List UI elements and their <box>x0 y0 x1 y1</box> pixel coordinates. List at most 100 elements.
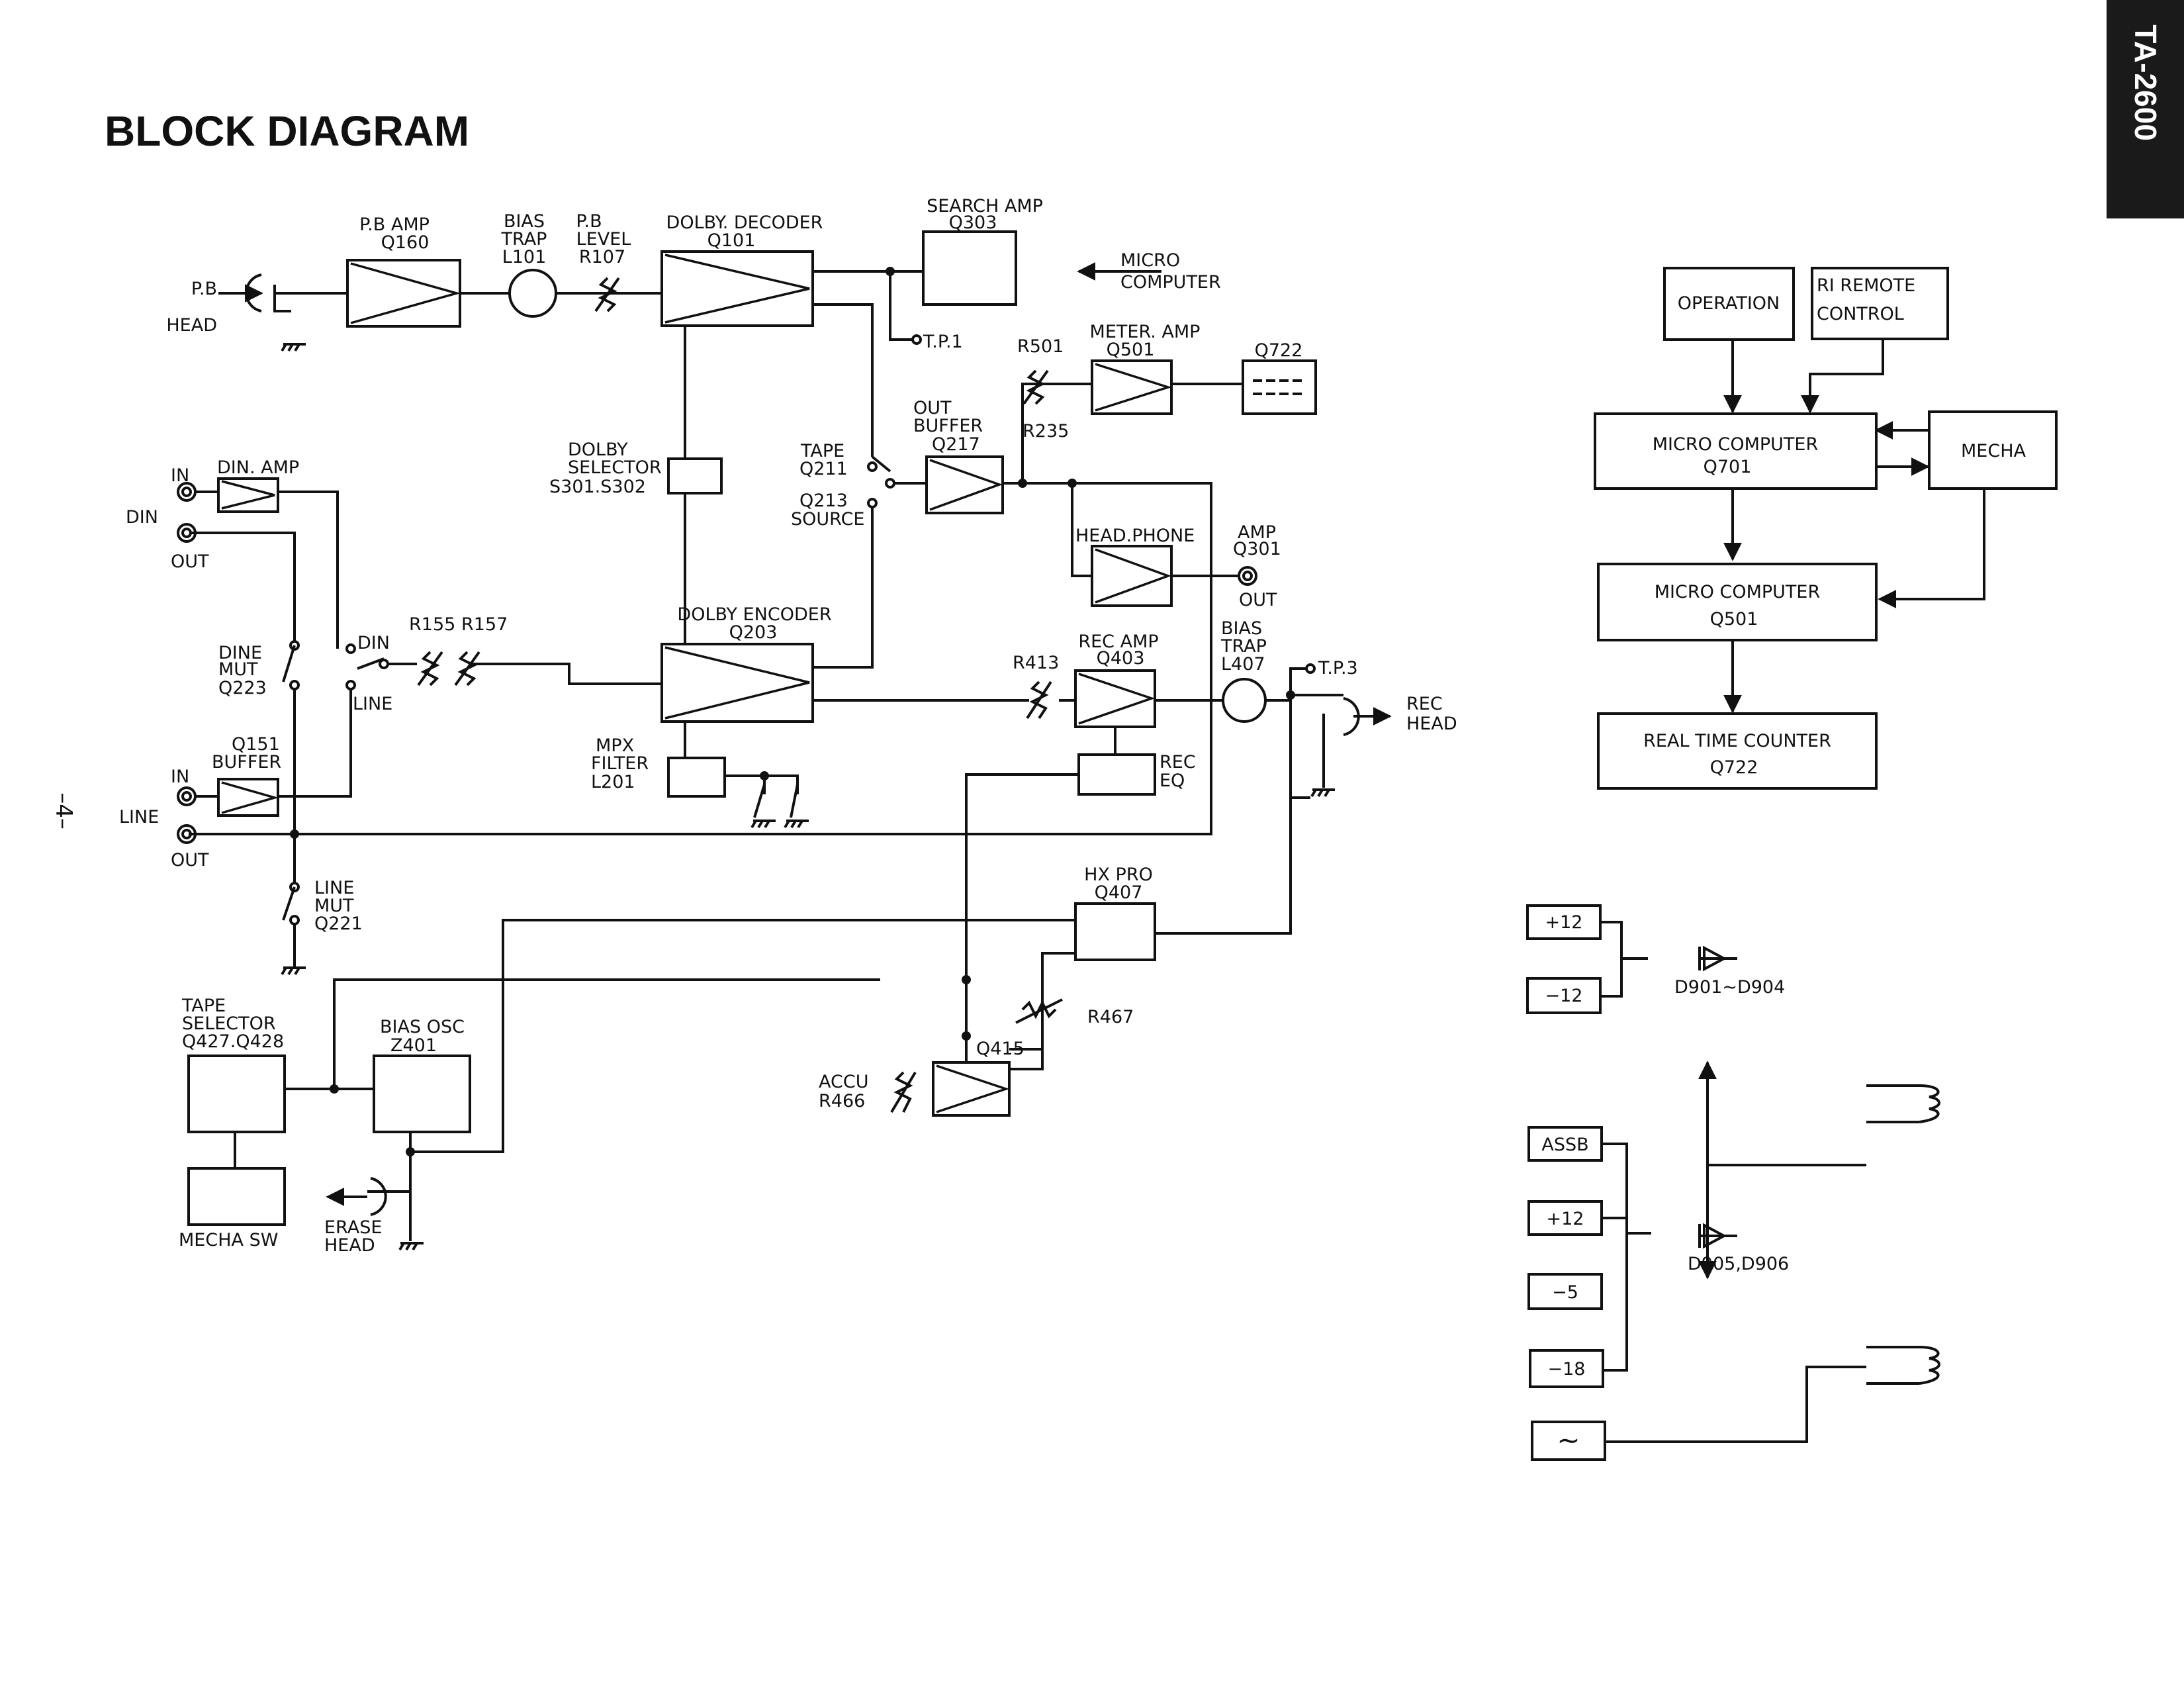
dolby-selector-3: S301.S302 <box>549 477 646 497</box>
pb-amp-block <box>346 259 461 328</box>
m18-label: −18 <box>1548 1359 1586 1380</box>
assb-label: ASSB <box>1541 1135 1588 1155</box>
q415-block <box>932 1061 1011 1117</box>
mpx-filter-block <box>667 757 726 798</box>
mecha-sw-block <box>187 1167 286 1226</box>
rec-eq-2: EQ <box>1160 771 1185 791</box>
r157-label: R157 <box>461 614 508 635</box>
erase-head-1: ERASE <box>324 1217 382 1238</box>
micro-computer-q701 <box>1594 412 1878 490</box>
supply-assb <box>1527 1126 1603 1162</box>
accu-2: R466 <box>819 1091 865 1111</box>
mc501-q: Q501 <box>1710 609 1758 630</box>
line-out-label: OUT <box>171 850 209 870</box>
m5-label: −5 <box>1552 1282 1578 1303</box>
r501-label: R501 <box>1017 336 1064 357</box>
supply-m18 <box>1529 1349 1604 1388</box>
pb-level-1: P.B <box>576 211 602 232</box>
power-section: +12 −12 D901∼D904 ASSB +12 −5 −18 ∼ D905… <box>1526 904 1940 1461</box>
out-buffer-2: BUFFER <box>913 416 983 436</box>
dolby-encoder-label: DOLBY ENCODER <box>677 604 831 625</box>
din-out-label: OUT <box>171 551 209 572</box>
bias-osc-block <box>373 1055 471 1133</box>
pb-head-1: P.B <box>191 279 217 299</box>
rec-head-2: HEAD <box>1406 714 1457 734</box>
mc501-label: MICRO COMPUTER <box>1655 582 1820 602</box>
hx-pro-q: Q407 <box>1095 882 1143 903</box>
mpx-1: MPX <box>596 735 634 756</box>
headphone-amp-block <box>1091 545 1173 607</box>
q151-2: BUFFER <box>212 752 281 773</box>
junction-dots <box>290 267 1295 1156</box>
q415-label: Q415 <box>976 1039 1024 1059</box>
remote-control-block <box>1811 267 1949 340</box>
control-section: OPERATION RI REMOTE CONTROL MICRO COMPUT… <box>1594 267 2058 790</box>
out-buffer-block <box>925 455 1004 514</box>
signal-labels: P.B AMP Q160 BIAS TRAP L101 P.B LEVEL R1… <box>119 196 1457 1256</box>
bias-trap-rec-1: BIAS <box>1221 618 1262 639</box>
model-tab <box>2107 0 2184 218</box>
amp-out-1: AMP <box>1238 522 1276 543</box>
line-mut-1: LINE <box>314 878 354 898</box>
dine-mut-2: MUT <box>218 659 258 680</box>
supply-p12-a <box>1526 904 1602 940</box>
page-title: BLOCK DIAGRAM <box>105 107 469 155</box>
dine-mut-3: Q223 <box>218 678 267 698</box>
page-number: –4– <box>50 792 77 829</box>
bias-trap-l407 <box>1222 678 1267 723</box>
switch-contacts <box>282 334 1316 925</box>
p12a-label: +12 <box>1545 912 1583 933</box>
tape-sw-2: Q211 <box>799 459 848 479</box>
mpx-3: L201 <box>591 772 635 792</box>
line-select-label: LINE <box>353 694 392 714</box>
mc701-label: MICRO COMPUTER <box>1653 434 1818 455</box>
jacks <box>177 482 1257 844</box>
p12b-label: +12 <box>1547 1209 1584 1229</box>
out-buffer-1: OUT <box>913 398 952 418</box>
rec-amp-block <box>1074 669 1156 728</box>
rec-amp-q: Q403 <box>1097 648 1145 669</box>
mc701-q: Q701 <box>1704 457 1752 477</box>
ground-symbols <box>281 343 1335 1251</box>
hx-pro-label: HX PRO <box>1084 865 1153 885</box>
bias-trap-1: BIAS <box>504 211 545 232</box>
dine-mut-1: DINE <box>218 643 262 663</box>
pb-level-2: LEVEL <box>576 229 631 250</box>
accu-1: ACCU <box>819 1072 868 1092</box>
din-in-label: IN <box>171 465 189 486</box>
hx-pro-block <box>1074 902 1156 961</box>
m12-label: −12 <box>1545 986 1583 1006</box>
q151-1: Q151 <box>232 734 280 755</box>
amp-out-3: OUT <box>1239 590 1277 610</box>
line-mut-3: Q221 <box>314 914 363 934</box>
r413-label: R413 <box>1013 653 1059 673</box>
mecha-block <box>1928 410 2058 490</box>
micro-label-1: MICRO <box>1120 250 1180 271</box>
dolby-selector-block <box>667 457 723 494</box>
rec-amp-label: REC AMP <box>1078 632 1158 652</box>
model-label: TA-2600 <box>2128 24 2163 141</box>
meter-amp-label: METER. AMP <box>1090 322 1201 342</box>
ac-input <box>1531 1421 1606 1461</box>
heads-resistors <box>218 273 1392 1216</box>
pb-level-3: R107 <box>579 247 625 267</box>
dolby-encoder-q: Q203 <box>729 622 778 643</box>
tape-selector-block <box>187 1055 286 1133</box>
din-select-label: DIN <box>357 633 390 653</box>
r235-label: R235 <box>1023 421 1069 442</box>
tp1-label: T.P.1 <box>923 332 963 352</box>
dolby-encoder-block <box>660 643 814 723</box>
dolby-decoder-block <box>660 250 814 327</box>
operation-block <box>1663 267 1795 341</box>
din-label: DIN <box>126 507 158 528</box>
meter-amp-block <box>1091 359 1173 415</box>
pb-amp-q: Q160 <box>381 232 430 253</box>
d901-label: D901∼D904 <box>1674 977 1785 998</box>
dolby-decoder-label: DOLBY. DECODER <box>666 212 823 233</box>
bias-trap-l101 <box>508 269 557 318</box>
line-label: LINE <box>119 807 159 827</box>
mecha-sw-label: MECHA SW <box>179 1230 278 1250</box>
meter-display-q722 <box>1242 359 1317 415</box>
source-sw-2: SOURCE <box>791 509 864 530</box>
rtc-q: Q722 <box>1710 757 1758 778</box>
